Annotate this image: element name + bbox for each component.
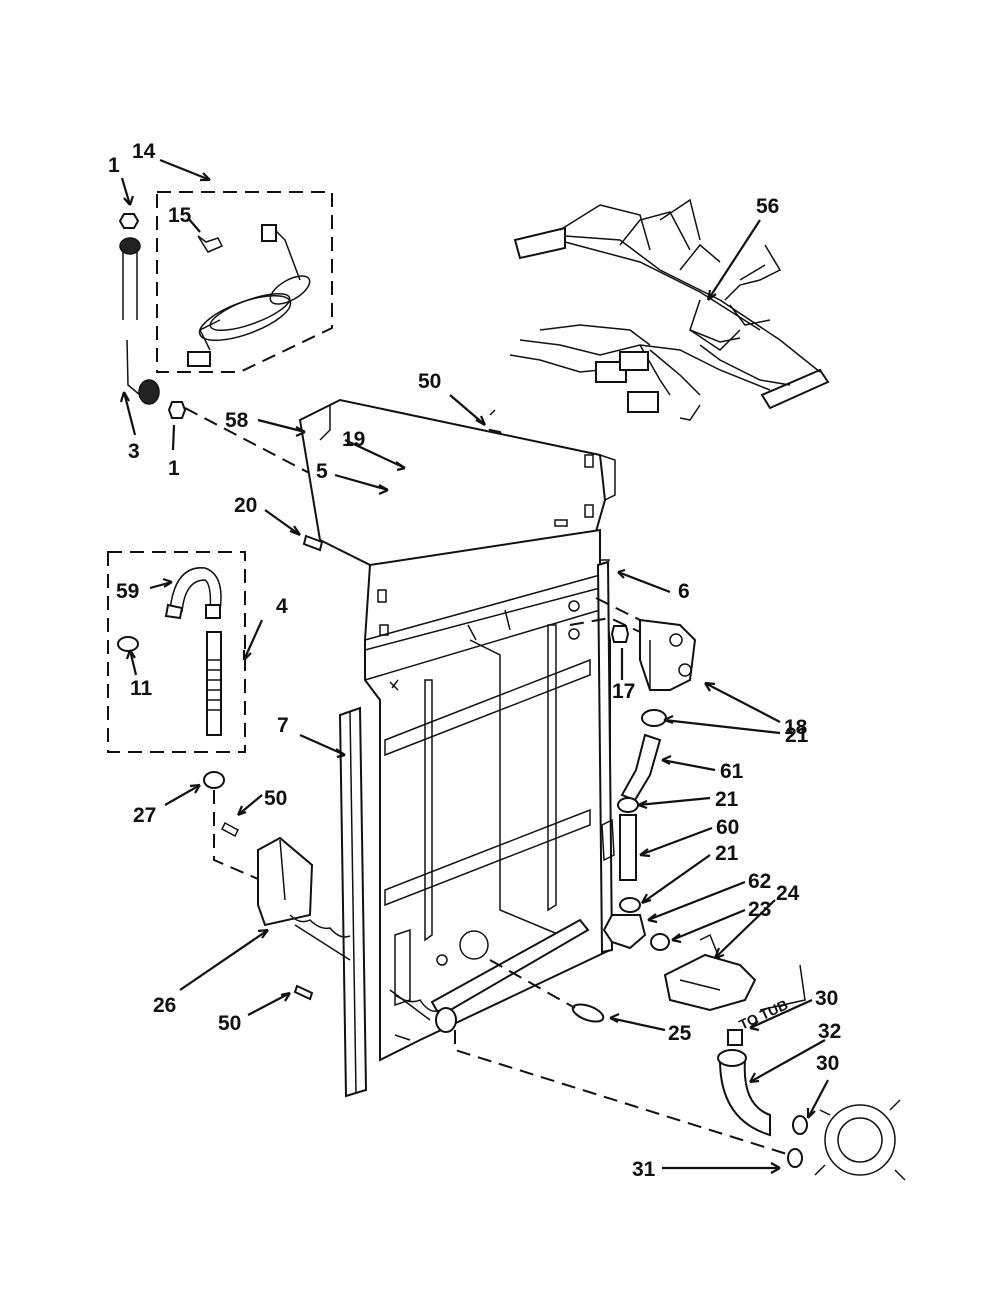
label-23: 23 <box>748 898 771 921</box>
label-60: 60 <box>716 816 739 839</box>
label-61: 61 <box>720 760 744 783</box>
label-58: 58 <box>225 409 249 432</box>
label-50-top: 50 <box>418 370 441 393</box>
label-1-top: 1 <box>108 154 120 177</box>
label-27: 27 <box>133 804 156 827</box>
label-30-bottom: 30 <box>816 1052 839 1075</box>
label-6: 6 <box>678 580 690 603</box>
side-rail <box>596 560 614 954</box>
label-15: 15 <box>168 204 192 227</box>
label-30-top: 30 <box>815 987 838 1010</box>
plug <box>489 959 605 1023</box>
corner-strip <box>338 706 368 1098</box>
part-labels: 1 14 15 3 1 58 19 5 50 56 20 6 59 4 11 7… <box>108 140 841 1181</box>
label-25: 25 <box>668 1022 692 1045</box>
label-19: 19 <box>342 428 365 451</box>
label-1-bottom: 1 <box>168 457 180 480</box>
label-21-c: 21 <box>715 842 739 865</box>
label-17: 17 <box>612 680 635 703</box>
label-32: 32 <box>818 1020 841 1043</box>
rear-panel <box>298 398 616 1062</box>
label-56: 56 <box>756 195 779 218</box>
drain-hose-kit <box>107 551 246 753</box>
label-62: 62 <box>748 870 771 893</box>
label-4: 4 <box>276 595 288 618</box>
drain-connector <box>203 771 266 883</box>
lower-tube <box>394 918 791 1156</box>
label-24: 24 <box>776 882 800 905</box>
label-21-b: 21 <box>715 788 739 811</box>
label-31: 31 <box>632 1158 656 1181</box>
label-5: 5 <box>316 460 328 483</box>
power-cord-kit <box>156 191 333 373</box>
label-59: 59 <box>116 580 139 603</box>
label-21-a: 21 <box>785 724 809 747</box>
label-14: 14 <box>132 140 156 163</box>
label-18: 18 <box>784 716 808 739</box>
label-20: 20 <box>234 494 257 517</box>
label-26: 26 <box>153 994 176 1017</box>
leader-lines <box>119 158 829 1174</box>
wiring-harness <box>489 198 830 421</box>
label-3: 3 <box>128 440 140 463</box>
valve-assembly <box>569 597 757 1012</box>
label-11: 11 <box>130 677 153 700</box>
label-50-mid: 50 <box>264 787 287 810</box>
label-7: 7 <box>277 714 289 737</box>
bracket-and-spring <box>221 821 351 1001</box>
label-50-bottom: 50 <box>218 1012 241 1035</box>
